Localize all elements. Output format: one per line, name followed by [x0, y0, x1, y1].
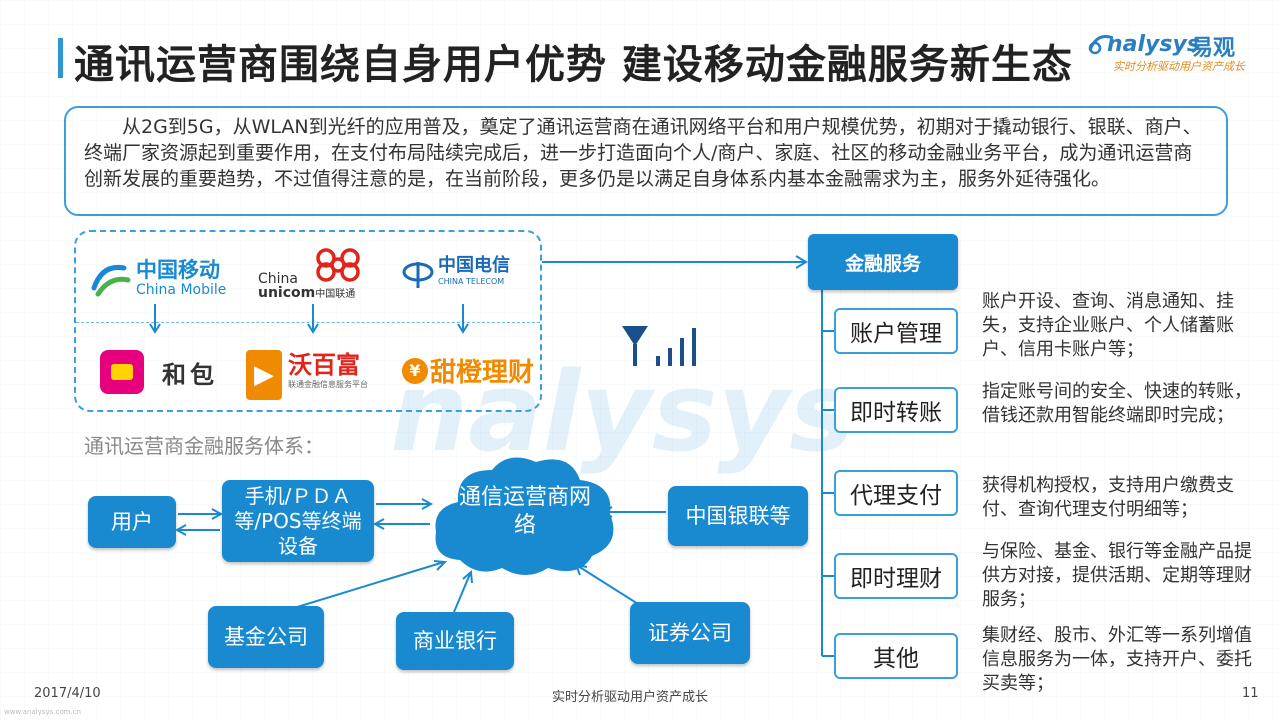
- service-account-management-desc: 账户开设、查询、消息通知、挂失，支持企业账户、个人储蓄账户、信用卡账户等；: [982, 291, 1234, 360]
- wobaifu-label: 沃百富: [288, 351, 360, 379]
- logo-chinese: 易观: [1191, 36, 1236, 61]
- service-instant-wealth-desc: 与保险、基金、银行等金融产品提供方对接，提供活期、定期等理财服务；: [982, 541, 1252, 610]
- yen-icon: ¥: [402, 357, 428, 384]
- service-agent-payment: 代理支付: [834, 470, 958, 516]
- arrow-head-financial: [795, 255, 808, 269]
- footer-date: 2017/4/10: [34, 686, 101, 701]
- china-mobile-en: China Mobile: [136, 282, 227, 298]
- hebao-label: 和包: [162, 360, 218, 389]
- china-mobile-cn: 中国移动: [136, 258, 220, 282]
- intro-box: 从2G到5G，从WLAN到光纤的应用普及，奠定了通讯运营商在通讯网络平台和用户规…: [64, 106, 1228, 216]
- user-box: 用户: [88, 496, 176, 548]
- system-label: 通讯运营商金融服务体系：: [84, 434, 324, 458]
- title-accent-bar: [58, 38, 63, 78]
- hebao-logo: 和包: [100, 350, 218, 394]
- unionpay-box: 中国银联等: [668, 486, 808, 546]
- china-mobile-icon: [91, 264, 131, 297]
- page-number: 11: [1242, 686, 1259, 701]
- page-title: 通讯运营商围绕自身用户优势 建设移动金融服务新生态: [74, 42, 1073, 88]
- china-telecom-cn: 中国电信: [438, 255, 510, 276]
- carrier-group-box: [74, 230, 542, 412]
- wobaifu-icon: ▶: [246, 350, 282, 400]
- logo-english: nalysys: [1107, 32, 1200, 57]
- unicom-en-a: China: [258, 271, 298, 287]
- carrier-down-arrows: [149, 304, 469, 334]
- hebao-icon: [100, 350, 144, 394]
- unicom-cn: 中国联通: [315, 289, 356, 300]
- service-other: 其他: [834, 633, 958, 679]
- china-mobile-logo: 中国移动 China Mobile: [88, 258, 226, 302]
- china-unicom-logo: China unicom中国联通: [258, 246, 378, 302]
- financial-services-header: 金融服务: [808, 234, 958, 290]
- service-instant-wealth: 即时理财: [834, 553, 958, 599]
- device-box: 手机/ＰＤＡ等/POS等终端设备: [222, 480, 374, 562]
- wobaifu-logo: ▶ 沃百富 联通金融信息服务平台: [246, 350, 368, 400]
- intro-text: 从2G到5G，从WLAN到光纤的应用普及，奠定了通讯运营商在通讯网络平台和用户规…: [84, 116, 1202, 190]
- commercial-bank-box: 商业银行: [396, 612, 514, 670]
- footer-slogan: 实时分析驱动用户资产成长: [552, 690, 709, 705]
- tiancheng-label: 甜橙理财: [430, 358, 535, 388]
- footer-url: www.analysys.com.cn: [4, 708, 81, 716]
- network-cloud-shape: [435, 457, 614, 575]
- service-instant-transfer-desc: 指定账号间的安全、快速的转账，借钱还款用智能终端即时完成；: [982, 381, 1252, 426]
- logo-swirl-icon: [1088, 35, 1114, 55]
- service-agent-payment-desc: 获得机构授权，支持用户缴费支付、查询代理支付明细等；: [982, 475, 1234, 520]
- signal-antenna-icon: [622, 326, 696, 366]
- service-instant-transfer: 即时转账: [834, 387, 958, 433]
- wobaifu-subtitle: 联通金融信息服务平台: [288, 380, 368, 389]
- service-other-desc: 集财经、股市、外汇等一系列增值信息服务为一体，支持开户、委托买卖等；: [982, 625, 1252, 694]
- unicom-en-b: unicom: [258, 285, 316, 301]
- securities-company-box: 证券公司: [630, 602, 750, 664]
- china-telecom-icon: [402, 262, 434, 288]
- carrier-divider: [76, 322, 540, 323]
- china-telecom-logo: 中国电信 CHINA TELECOM: [402, 255, 510, 290]
- analysys-logo: nalysys 易观 实时分析驱动用户资产成长: [1085, 30, 1255, 80]
- unicom-knot-icon: [316, 248, 360, 282]
- service-account-management: 账户管理: [834, 308, 958, 354]
- china-telecom-en: CHINA TELECOM: [438, 277, 505, 286]
- logo-slogan: 实时分析驱动用户资产成长: [1113, 60, 1245, 73]
- fund-company-box: 基金公司: [208, 606, 324, 668]
- tiancheng-logo: ¥ 甜橙理财: [402, 352, 534, 389]
- network-cloud-label: 通信运营商网络: [458, 485, 591, 538]
